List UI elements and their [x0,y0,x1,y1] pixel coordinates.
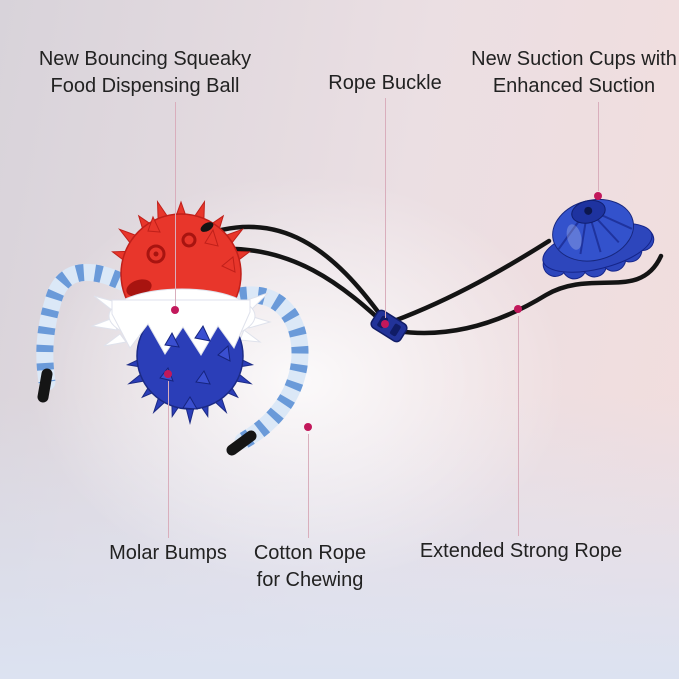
label-cotton: Cotton Rope for Chewing [254,540,366,594]
callout-line-molar [168,381,169,538]
label-molar: Molar Bumps [109,540,227,567]
label-ball-line1: New Bouncing Squeaky [38,48,252,70]
label-suction-line2: Enhanced Suction [492,75,656,97]
label-ball: New Bouncing Squeaky Food Dispensing Bal… [39,46,251,100]
label-suction-line1: New Suction Cups with [471,48,677,70]
callout-dot-suction [594,192,602,200]
callout-dot-rope [514,305,522,313]
callout-dot-cotton [304,423,312,431]
callout-line-ball [175,102,176,306]
callout-line-buckle [385,98,386,318]
callout-line-cotton [308,434,309,538]
callout-dot-molar [164,370,172,378]
callout-dot-ball [171,306,179,314]
callout-dot-buckle [381,320,389,328]
cotton-rope-right [226,286,309,456]
label-strong-rope: Extended Strong Rope [420,538,622,565]
label-buckle-line1: Rope Buckle [328,72,442,94]
callout-line-suction [598,102,599,191]
suction-cup [542,198,655,280]
cotton-rope-left [36,264,159,403]
ball [90,199,272,425]
label-buckle: Rope Buckle [328,70,441,97]
label-cotton-line2: for Chewing [256,569,364,591]
label-ball-line2: Food Dispensing Ball [50,75,240,97]
label-strong-rope-line1: Extended Strong Rope [419,540,623,562]
label-suction: New Suction Cups with Enhanced Suction [471,46,677,100]
label-molar-line1: Molar Bumps [109,542,227,564]
red-surface-bumps [147,215,236,273]
callout-line-rope [518,316,519,536]
rope-buckle [370,309,408,343]
rope-knot [200,222,214,232]
label-cotton-line1: Cotton Rope [253,542,367,564]
